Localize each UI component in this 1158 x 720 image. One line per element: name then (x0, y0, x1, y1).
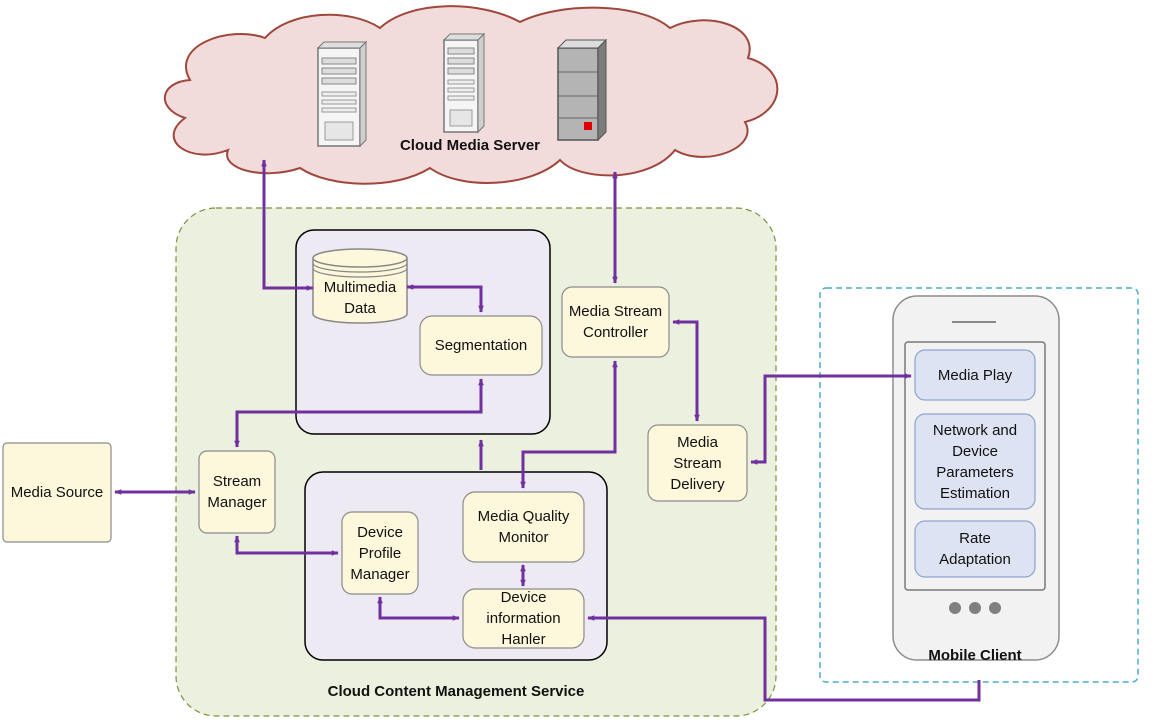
server-rack-icon (556, 38, 608, 142)
arrow-segmentation-streammanager (234, 378, 484, 448)
arrow-delivery-mediaplay (750, 373, 912, 465)
segmentation-box (419, 315, 543, 376)
network-estimation-box (914, 413, 1036, 510)
server-tower-icon (316, 40, 368, 148)
arrow-cloud-multimedia (261, 159, 314, 291)
arrow-multimedia-segmentation (406, 284, 484, 313)
arrow-monitor-controller (520, 360, 618, 489)
device-info-handler-box (462, 588, 585, 649)
device-profile-manager-box (341, 511, 419, 595)
media-play-box (914, 349, 1036, 401)
media-quality-monitor-box (462, 491, 585, 563)
rate-adaptation-box (914, 520, 1036, 578)
arrow-streammanager-profile (234, 535, 339, 556)
server-tower-icon (442, 32, 486, 134)
stream-manager-box (198, 450, 276, 534)
arrow-client-infohandler (587, 615, 981, 702)
database-icon (312, 248, 408, 324)
media-source-box (2, 442, 112, 543)
media-stream-controller-box (561, 286, 670, 358)
arrow-controller-delivery (672, 319, 700, 422)
mobile-client-area (819, 287, 1139, 683)
media-stream-delivery-box (647, 424, 748, 502)
arrow-profile-infohandler (377, 596, 460, 621)
